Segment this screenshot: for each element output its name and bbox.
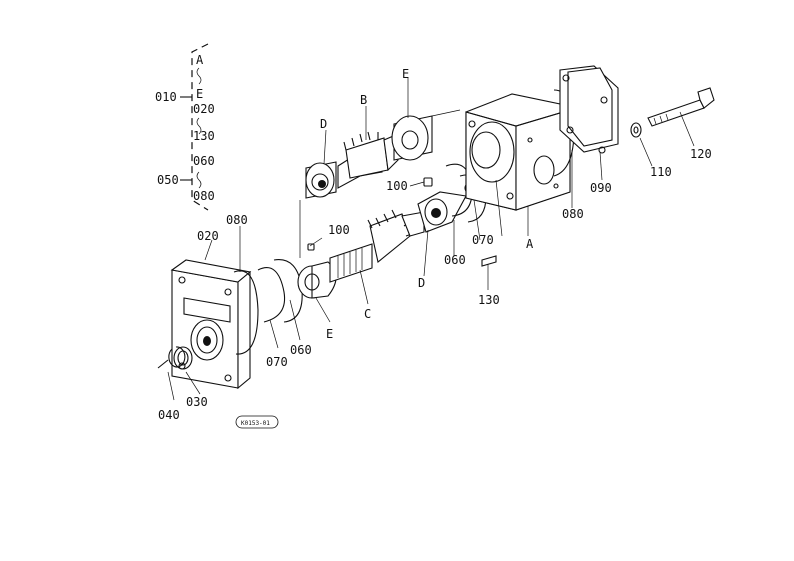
label-100-left: 100 [328,223,350,237]
o-ring-080-left [233,270,259,355]
legend-e: E [196,87,203,101]
label-e-upper: E [402,67,409,81]
legend-050: 050 [157,173,179,187]
label-b: B [360,93,367,107]
label-130: 130 [478,293,500,307]
bushing-d-lower [417,191,467,233]
label-c: C [364,307,371,321]
legend-bracket: 010 A E 020 130 060 050 080 [155,43,215,211]
label-080-left: 080 [226,213,248,227]
label-120: 120 [690,147,712,161]
label-070-right: 070 [472,233,494,247]
figure-code-badge: K0153-01 [235,415,279,429]
label-070-left: 070 [266,355,288,369]
washer-110 [630,122,642,138]
drive-gear-shaft-c [329,209,425,283]
label-110: 110 [650,165,672,179]
rear-cover-090 [559,65,619,154]
label-d-upper: D [320,117,327,131]
label-e-lower: E [326,327,333,341]
snap-ring-040 [157,346,186,369]
legend-020: 020 [193,102,215,116]
bolt-120 [647,87,715,127]
dowel-pin-130 [481,255,497,267]
label-d-lower: D [418,276,425,290]
label-020: 020 [197,229,219,243]
legend-a: A [196,53,204,67]
label-100-right: 100 [386,179,408,193]
pin-100-right [423,177,433,187]
label-060-right: 060 [444,253,466,267]
legend-060: 060 [193,154,215,168]
legend-130: 130 [193,129,215,143]
figure-code: K0153-01 [241,420,270,427]
leader-lines [167,78,695,401]
driven-gear-b [337,131,399,189]
label-030: 030 [186,395,208,409]
label-a: A [526,237,534,251]
label-060-left: 060 [290,343,312,357]
gear-case-body-a [465,93,571,211]
legend-010: 010 [155,90,177,104]
bushing-d-upper [305,161,337,199]
seal-070-left [257,267,286,323]
legend-080: 080 [193,189,215,203]
label-090: 090 [590,181,612,195]
backup-ring-060-left [273,259,303,323]
bushing-e-upper [391,109,461,161]
callout-labels: 020 080 030 040 070 060 100 E C D B E D … [158,67,712,422]
label-040: 040 [158,408,180,422]
label-080-right: 080 [562,207,584,221]
